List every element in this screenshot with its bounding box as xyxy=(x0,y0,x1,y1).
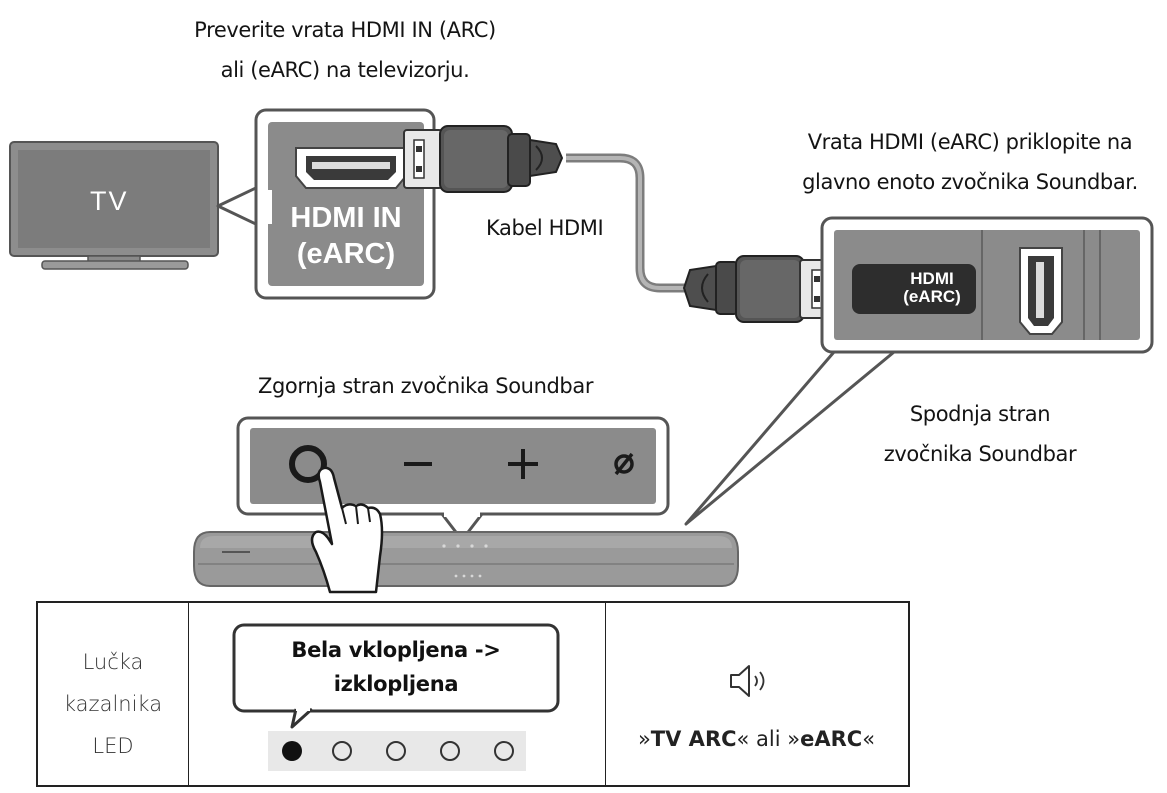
soundbar-port-label-plate xyxy=(852,264,976,314)
tv-port-label-line2: (eARC) xyxy=(296,238,396,270)
tv-port-label-line1: HDMI IN xyxy=(290,202,402,234)
tv-hdmi-port xyxy=(295,147,407,189)
check-ports-caption-line2: ali (eARC) na televizorju. xyxy=(220,58,470,82)
connect-caption-line1: Vrata HDMI (eARC) priklopite na xyxy=(807,130,1133,154)
led-indicator-table: Lučka kazalnika LED Bela vklopljena -> i… xyxy=(36,601,910,787)
tv-hdmi-connector xyxy=(403,125,564,193)
soundbar-bottom-pointer xyxy=(684,350,896,526)
mode-separator: « ali » xyxy=(736,727,801,751)
led-strip xyxy=(268,731,526,771)
led-label-line2: kazalnika xyxy=(63,692,163,716)
soundbar-hdmi-port xyxy=(1019,247,1063,335)
power-source-button[interactable] xyxy=(289,445,327,483)
tv-port-label: HDMI IN (eARC) xyxy=(268,200,424,272)
bottom-side-caption: Spodnja stran zvočnika Soundbar xyxy=(850,394,1110,474)
connect-caption: Vrata HDMI (eARC) priklopite na glavno e… xyxy=(770,122,1167,202)
led-label-cell: Lučka kazalnika LED xyxy=(38,603,189,785)
led-label-line3: LED xyxy=(92,734,134,758)
led-status-graphic xyxy=(232,623,560,771)
soundbar-illustration xyxy=(193,531,739,587)
cable-caption: Kabel HDMI xyxy=(486,216,604,240)
bottom-side-caption-line2: zvočnika Soundbar xyxy=(883,442,1077,466)
soundbar-port-label: HDMI (eARC) xyxy=(892,270,972,306)
led-status-line2: izklopljena xyxy=(333,672,459,696)
tv-screen-label: TV xyxy=(90,186,129,216)
mode-suffix: « xyxy=(862,727,876,751)
bottom-side-caption-line1: Spodnja stran xyxy=(909,402,1051,426)
mic-mute-button[interactable] xyxy=(614,452,634,476)
tv-illustration xyxy=(9,141,219,270)
led-label-line1: Lučka xyxy=(82,650,144,674)
top-side-caption: Zgornja stran zvočnika Soundbar xyxy=(258,374,594,398)
led-2-off xyxy=(332,741,352,761)
soundbar-hdmi-connector xyxy=(682,255,837,323)
tv-callout-pointer xyxy=(216,184,262,228)
soundbar-port-label-line1: HDMI xyxy=(910,269,954,288)
led-4-off xyxy=(440,741,460,761)
led-3-off xyxy=(386,741,406,761)
led-5-off xyxy=(494,741,514,761)
hand-pointer-icon xyxy=(310,466,384,594)
mode-earc: eARC xyxy=(800,727,863,751)
hdmi-cable xyxy=(566,153,690,293)
led-label: Lučka kazalnika LED xyxy=(38,641,188,767)
connection-diagram xyxy=(9,108,1154,594)
check-ports-caption-line1: Preverite vrata HDMI IN (ARC) xyxy=(194,18,496,42)
led-status-text: Bela vklopljena -> izklopljena xyxy=(234,633,558,701)
soundbar-port-label-line2: (eARC) xyxy=(903,287,961,306)
mode-text: »TV ARC« ali »eARC« xyxy=(605,727,908,751)
mode-prefix: » xyxy=(637,727,651,751)
led-1-on xyxy=(282,741,302,761)
mode-tv-arc: TV ARC xyxy=(650,727,737,751)
volume-up-button[interactable] xyxy=(508,449,538,479)
control-panel xyxy=(250,428,656,504)
check-ports-caption: Preverite vrata HDMI IN (ARC) ali (eARC)… xyxy=(150,10,540,90)
led-status-line1: Bela vklopljena -> xyxy=(291,638,501,662)
speaker-icon xyxy=(730,665,765,697)
led-status-cell: Bela vklopljena -> izklopljena xyxy=(188,603,606,785)
connect-caption-line2: glavno enoto zvočnika Soundbar. xyxy=(802,170,1138,194)
mode-cell: »TV ARC« ali »eARC« xyxy=(605,603,908,785)
